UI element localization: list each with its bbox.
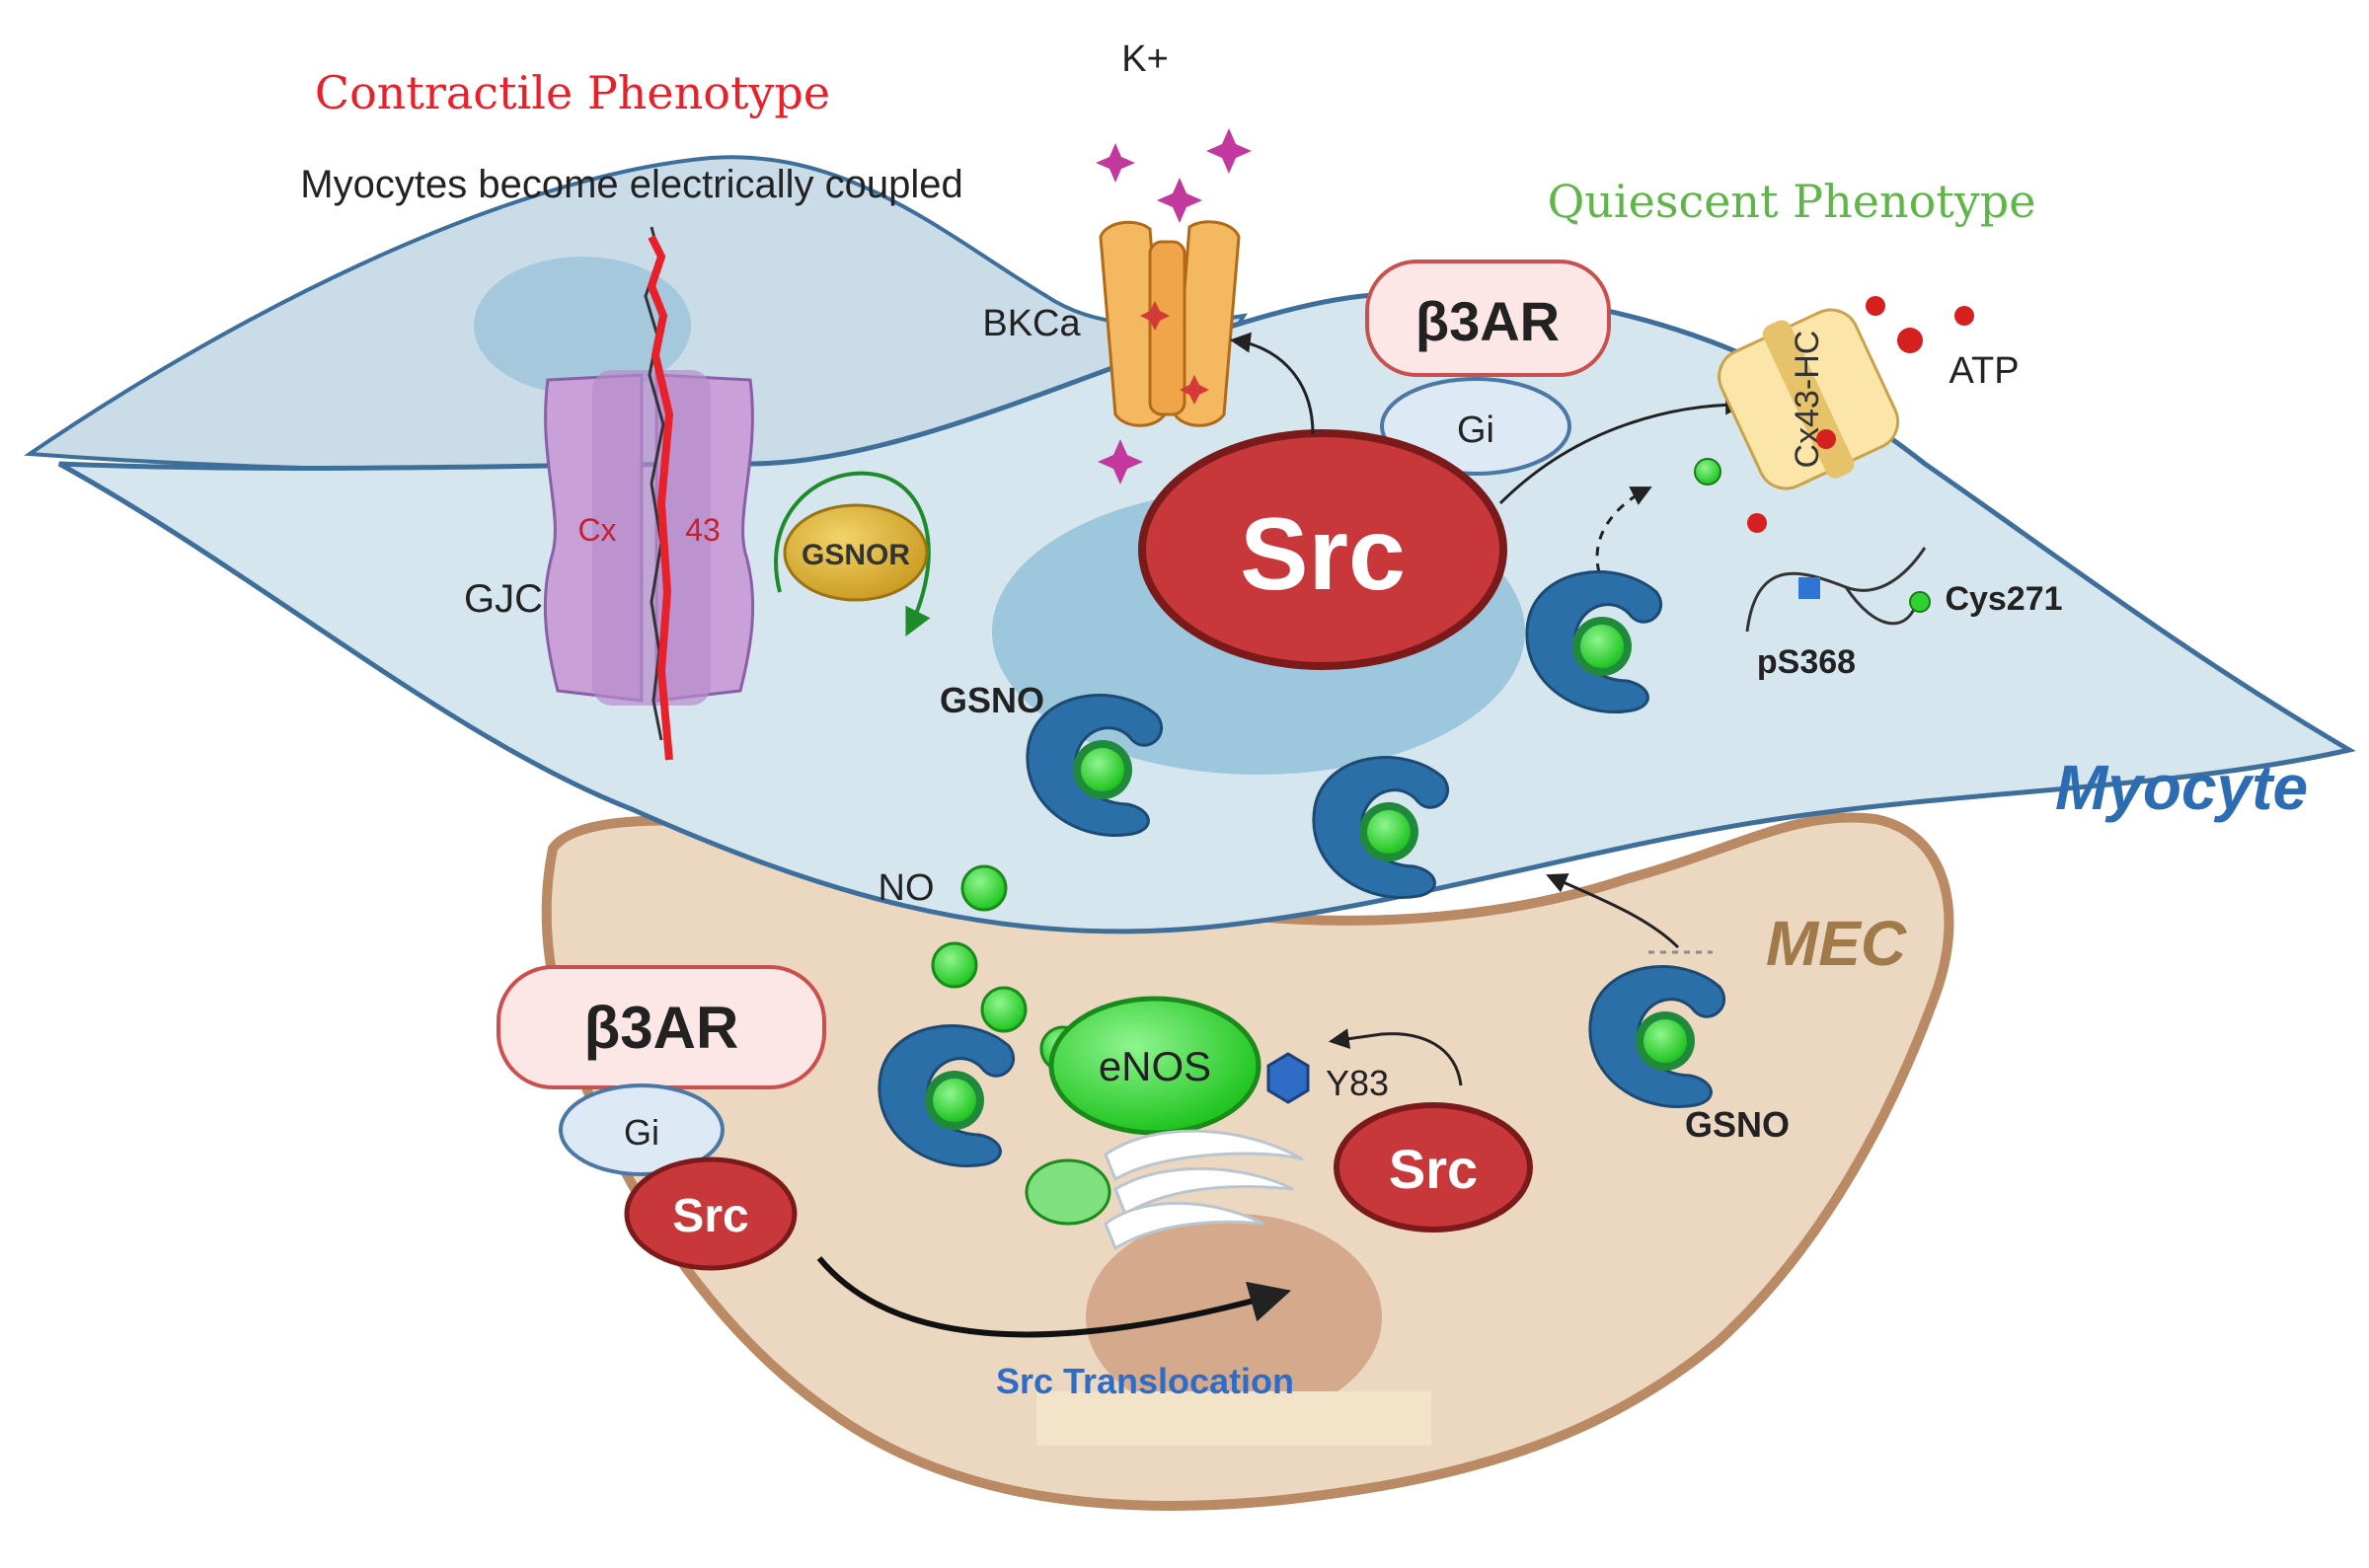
gsno-myocyte-label: GSNO	[940, 680, 1044, 720]
k-plus-ion-icon	[1157, 178, 1202, 223]
cx43hc-label: Cx43-HC	[1789, 331, 1826, 469]
gi-top-label: Gi	[1457, 410, 1494, 451]
golgi-icon	[1104, 1129, 1304, 1251]
n43-label: 43	[685, 512, 721, 548]
contractile-title: Contractile Phenotype	[315, 66, 830, 119]
src-top-label: Src	[1240, 497, 1406, 612]
gjc-label: GJC	[464, 577, 543, 621]
y83-label: Y83	[1326, 1063, 1389, 1103]
gi-mec-label: Gi	[624, 1112, 659, 1153]
src-translocation-arrow	[816, 1256, 1292, 1338]
k-plus-ion-icon	[1098, 439, 1143, 485]
no-label: NO	[879, 867, 935, 909]
mec-nucleus	[1086, 1214, 1382, 1421]
gap-junction-channel	[543, 226, 755, 761]
phospho-hexagon-icon	[1266, 1052, 1310, 1104]
atp-label: ATP	[1949, 350, 2019, 392]
gsno-complex-icon	[1026, 694, 1164, 837]
label-highlight	[1036, 1391, 1431, 1446]
cys271-site-icon	[1909, 591, 1931, 613]
b3ar-mec-label: β3AR	[584, 995, 739, 1061]
vesicle-icon	[1025, 1158, 1111, 1226]
cx43-c-terminal-tail	[1745, 547, 1927, 633]
gsnor-enzyme: GSNOR	[774, 471, 931, 637]
gsno-complex-icon	[1525, 570, 1663, 713]
ps368-label: pS368	[1757, 643, 1856, 681]
gi-mec-protein: Gi	[559, 1083, 725, 1176]
b3ar-top-receptor: β3AR	[1365, 260, 1611, 377]
k-plus-ion-icon	[1096, 143, 1135, 183]
cx-label: Cx	[577, 512, 616, 548]
gsno-to-myocyte-arrow	[1546, 873, 1680, 949]
bkca-label: BKCa	[982, 303, 1081, 344]
gsno-complex-icon	[1588, 965, 1726, 1108]
src-enos-kinase: Src	[1334, 1102, 1533, 1232]
gsno-to-cx43hc-dashed-arrow	[1595, 486, 1652, 573]
b3ar-top-label: β3AR	[1415, 290, 1560, 352]
b3ar-mec-receptor: β3AR	[497, 965, 826, 1089]
enos-enzyme: eNOS	[1048, 996, 1261, 1136]
src-top-kinase: Src	[1138, 429, 1507, 670]
src-mec-kinase: Src	[624, 1157, 798, 1271]
gi-top-protein: Gi	[1380, 377, 1571, 476]
bkca-channel	[1099, 220, 1241, 427]
mec-cell	[541, 812, 1954, 1511]
k-plus-label: K+	[1121, 38, 1169, 80]
no-molecule-icon	[960, 864, 1008, 912]
ps368-phosphosite-icon	[1798, 577, 1820, 599]
no-molecule-icon	[931, 941, 978, 989]
src-to-cx43hc-arrow	[1498, 394, 1747, 505]
mec-label: MEC	[1766, 908, 1907, 979]
src-to-bkca-arrow	[1229, 332, 1315, 435]
cys271-label: Cys271	[1945, 580, 2062, 618]
gsnor-label: GSNOR	[802, 539, 910, 571]
cx43-hemichannel: Cx43-HC	[1694, 296, 1974, 533]
gsno-complex-icon	[1312, 756, 1450, 899]
enos-label: eNOS	[1099, 1043, 1211, 1089]
src-mec-label: Src	[672, 1190, 748, 1242]
k-plus-ion-icon	[1206, 128, 1252, 174]
src-enos-label: Src	[1389, 1138, 1478, 1200]
myocyte-label: Myocyte	[2055, 752, 2308, 823]
src-translocation-label: Src Translocation	[996, 1361, 1294, 1401]
no-molecule-icon	[980, 986, 1028, 1033]
gsno-mec-label: GSNO	[1685, 1104, 1790, 1145]
gap-junction-membrane-blob	[474, 257, 691, 395]
k-plus-ion-icons	[1096, 128, 1252, 485]
coupling-caption: Myocytes become electrically coupled	[300, 163, 962, 206]
quiescent-title: Quiescent Phenotype	[1548, 175, 2036, 228]
src-to-enos-arrow	[1328, 1028, 1463, 1086]
gsno-complex-icon	[878, 1024, 1016, 1167]
